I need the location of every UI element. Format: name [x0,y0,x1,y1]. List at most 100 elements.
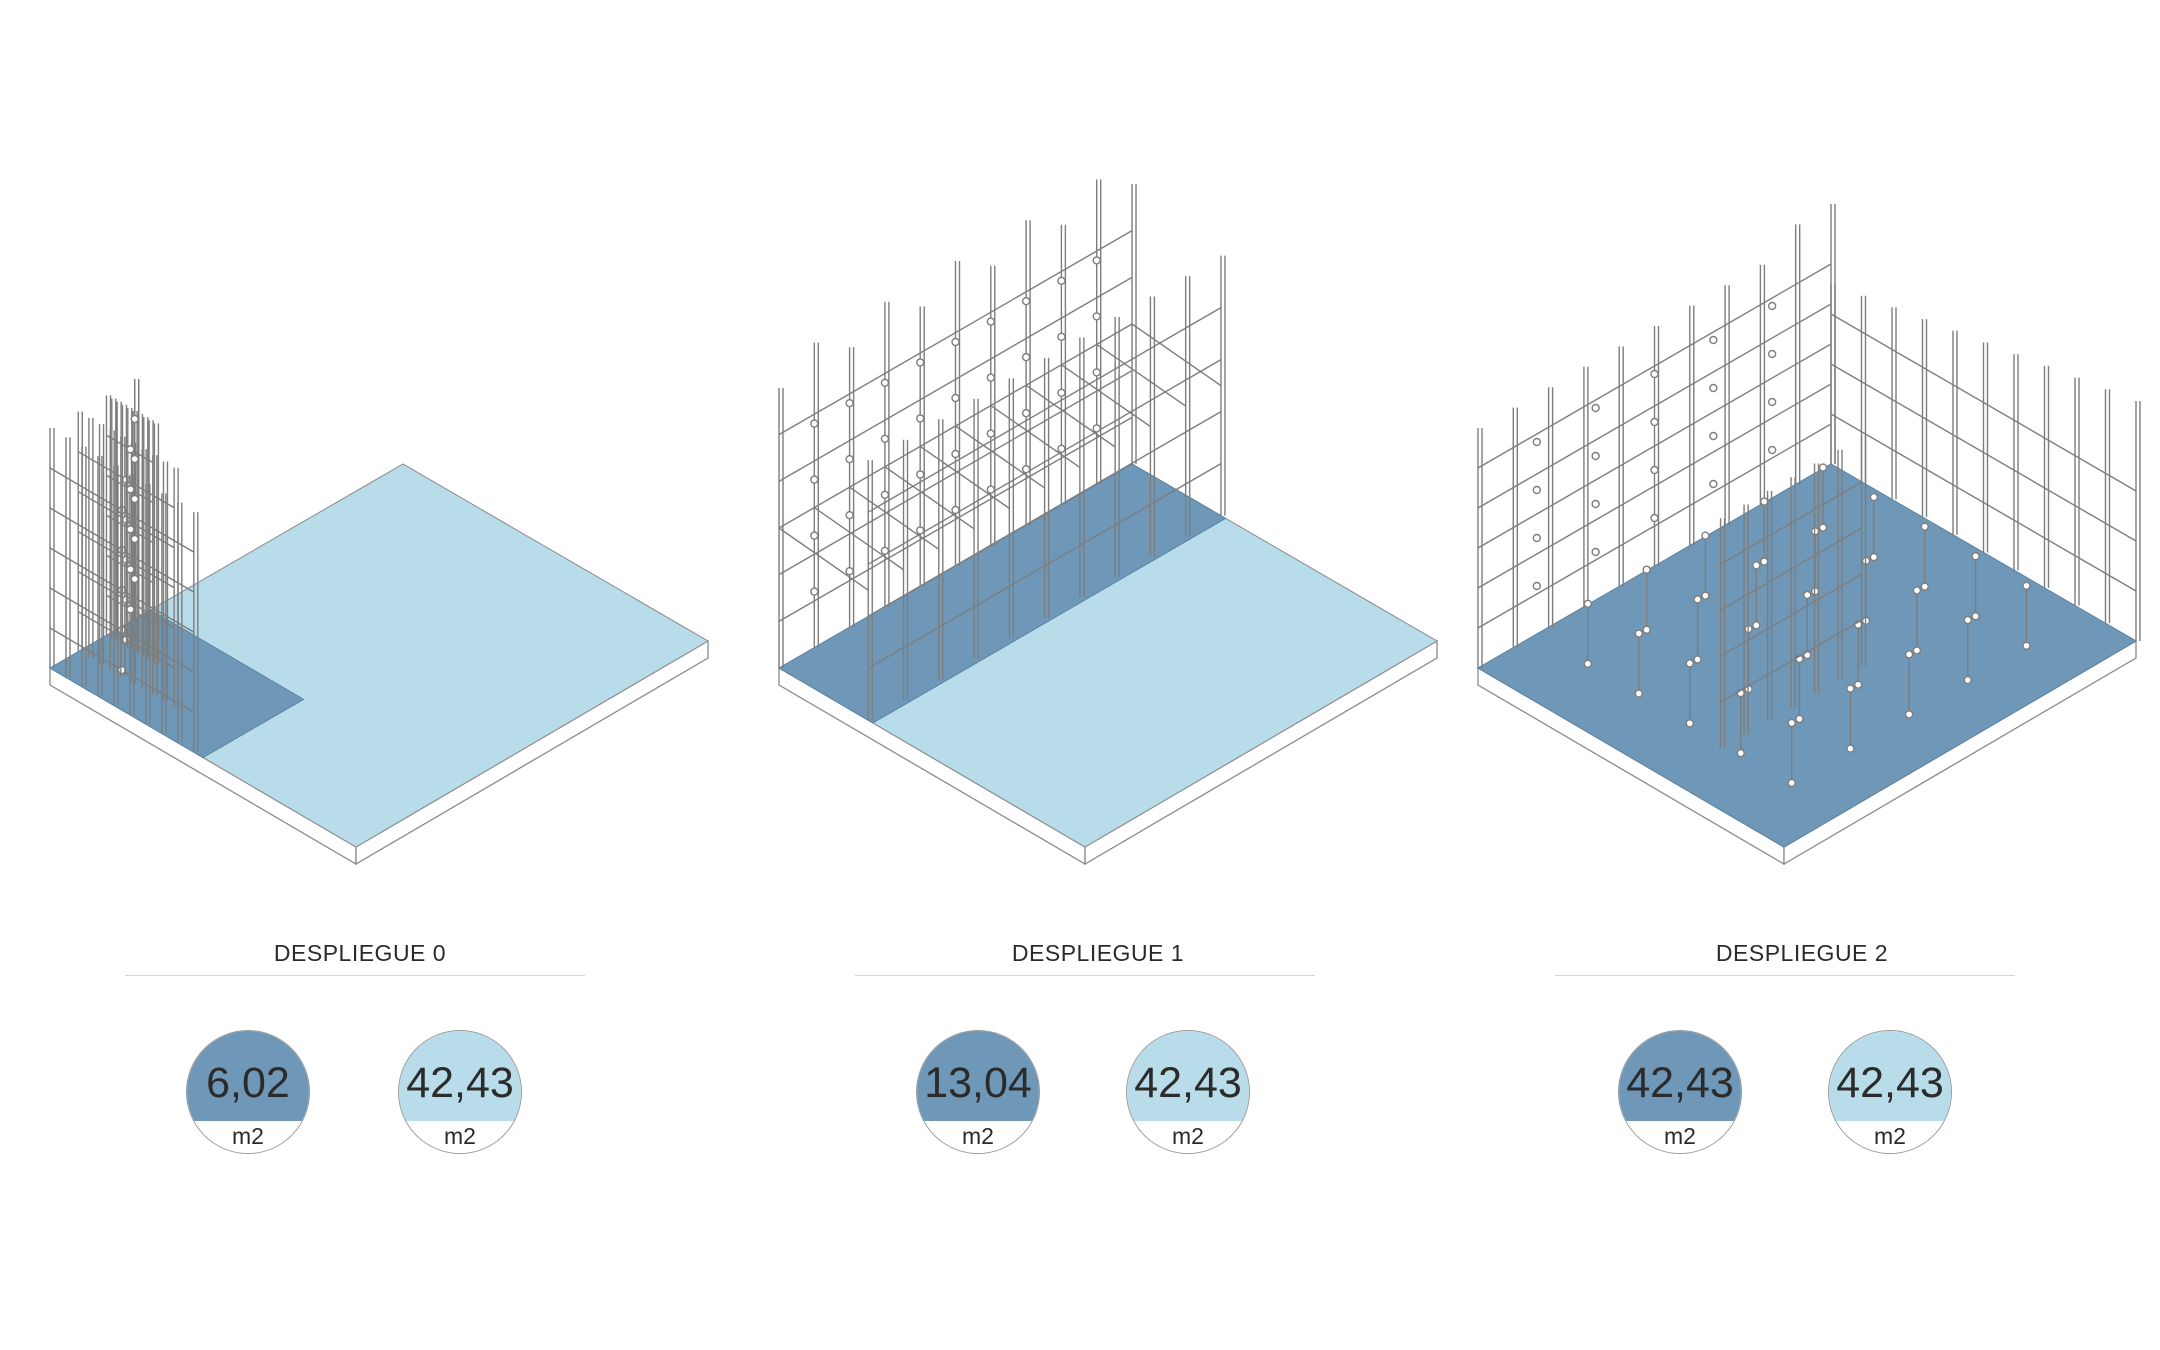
scaffold-node [1021,297,1031,306]
scaffold-node [1912,646,1922,655]
badge-fill: 13,04 [917,1031,1039,1121]
scaffold-node [1787,778,1796,788]
scaffold-node [951,337,960,347]
badge-fill: 42,43 [1829,1031,1951,1121]
scaffold-node [1591,403,1600,413]
scaffold-node [1869,552,1879,562]
scaffold-node [1709,335,1718,345]
scaffold-rail [1830,413,2137,592]
scaffold-node [1767,445,1777,455]
scaffold-node [986,317,995,326]
scaffold-rail [1131,323,1222,387]
panel-1-total-unit: m2 [1172,1123,1204,1149]
scaffold-node [1642,565,1651,574]
scaffold-node [126,485,135,494]
scaffold-node [130,414,139,424]
scaffold-rail [1720,573,1862,657]
scaffold-node [1853,680,1863,689]
panel-2-title: DESPLIEGUE 2 [1715,940,1889,966]
scaffold-node [1693,655,1702,664]
scaffold-node [1971,552,1980,561]
scaffold-node [1092,424,1101,433]
scaffold-node [810,475,819,484]
scaffold-node [1818,523,1828,532]
scaffold-rail [867,359,1222,565]
scaffold-node [1642,625,1651,634]
scaffold-node [126,525,135,534]
scaffold-rail [1477,423,1832,629]
scaffold-node [1021,409,1031,418]
panel-1-title: DESPLIEGUE 1 [1011,940,1185,966]
scaffold-rail [1830,363,2137,542]
panel-1-model [778,179,1438,866]
scaffold-node [1532,485,1542,495]
panel-0-occupied-unit: m2 [232,1123,264,1149]
scaffold-node [1532,581,1542,591]
scaffold-node [1057,332,1066,341]
scaffold-node [1752,561,1761,570]
scaffold-node [1818,463,1828,472]
panel-0-model [49,379,709,866]
scaffold-node [810,531,819,540]
scaffold-node [1532,437,1542,447]
scaffold-rail [1477,343,1832,549]
scaffold-node [1583,599,1593,608]
scaffold-rail [1096,343,1187,407]
scaffold-node [1767,301,1777,311]
scaffold-node [916,414,925,423]
scaffold-node [986,429,995,438]
scaffold-node [1650,417,1659,427]
scaffold-node [986,373,995,382]
scaffold-node [1971,612,1980,621]
scaffold-node [916,526,925,535]
scaffold-node [1846,684,1855,693]
scaffold-node [1760,497,1769,506]
scaffold-node [916,470,925,479]
scaffold-node [1904,650,1914,659]
panel-1-occupied-badge: 13,04 m2 [916,1030,1040,1154]
scaffold-node [880,378,890,387]
panel-0-total-badge: 42,43 m2 [398,1030,522,1154]
scaffold-rail [778,276,1133,482]
panel-2-occupied-unit: m2 [1664,1123,1696,1149]
badge-fill: 42,43 [1619,1031,1741,1121]
scaffold-rail [778,527,869,591]
scaffold-node [130,574,139,584]
panel-2-occupied-badge: 42,43 m2 [1618,1030,1742,1154]
scaffold-node [1752,621,1761,630]
scaffold-node [1920,522,1929,531]
scaffold-node [810,587,819,596]
scaffold-node [2022,581,2031,590]
scaffold-node [2022,641,2031,650]
panel-2-model [1477,204,2141,866]
scaffold-node [1709,383,1718,393]
scaffold-node [1767,349,1777,359]
scaffold-node [951,505,960,515]
scaffold-node [1760,557,1769,566]
scaffold-node [1591,499,1600,509]
scaffold-node [126,445,135,454]
scaffold-node [1920,582,1929,591]
scaffold-node [1846,744,1855,753]
panel-0-divider [125,975,585,976]
scaffold-node [845,511,854,520]
scaffold-node [880,490,890,499]
scaffold-node [1591,547,1600,557]
badge-fill: 42,43 [399,1031,521,1121]
panel-2-total-unit: m2 [1874,1123,1906,1149]
scaffold-node [1709,479,1718,489]
panel-2-divider [1555,975,2015,976]
scaffold-node [1963,675,1972,685]
panel-2-total-badge: 42,43 m2 [1828,1030,1952,1154]
panel-0-total-value: 42,43 [406,1058,514,1107]
scaffold-node [810,419,819,428]
scaffold-node [1650,465,1659,475]
scaffold-node [845,567,854,576]
panel-0-occupied-value: 6,02 [206,1058,290,1107]
panel-1-total-badge: 42,43 m2 [1126,1030,1250,1154]
panel-2-total-value: 42,43 [1836,1058,1944,1107]
scaffold-node [1709,431,1718,441]
scaffold-node [1736,748,1745,758]
scaffold-rail [867,463,1222,669]
